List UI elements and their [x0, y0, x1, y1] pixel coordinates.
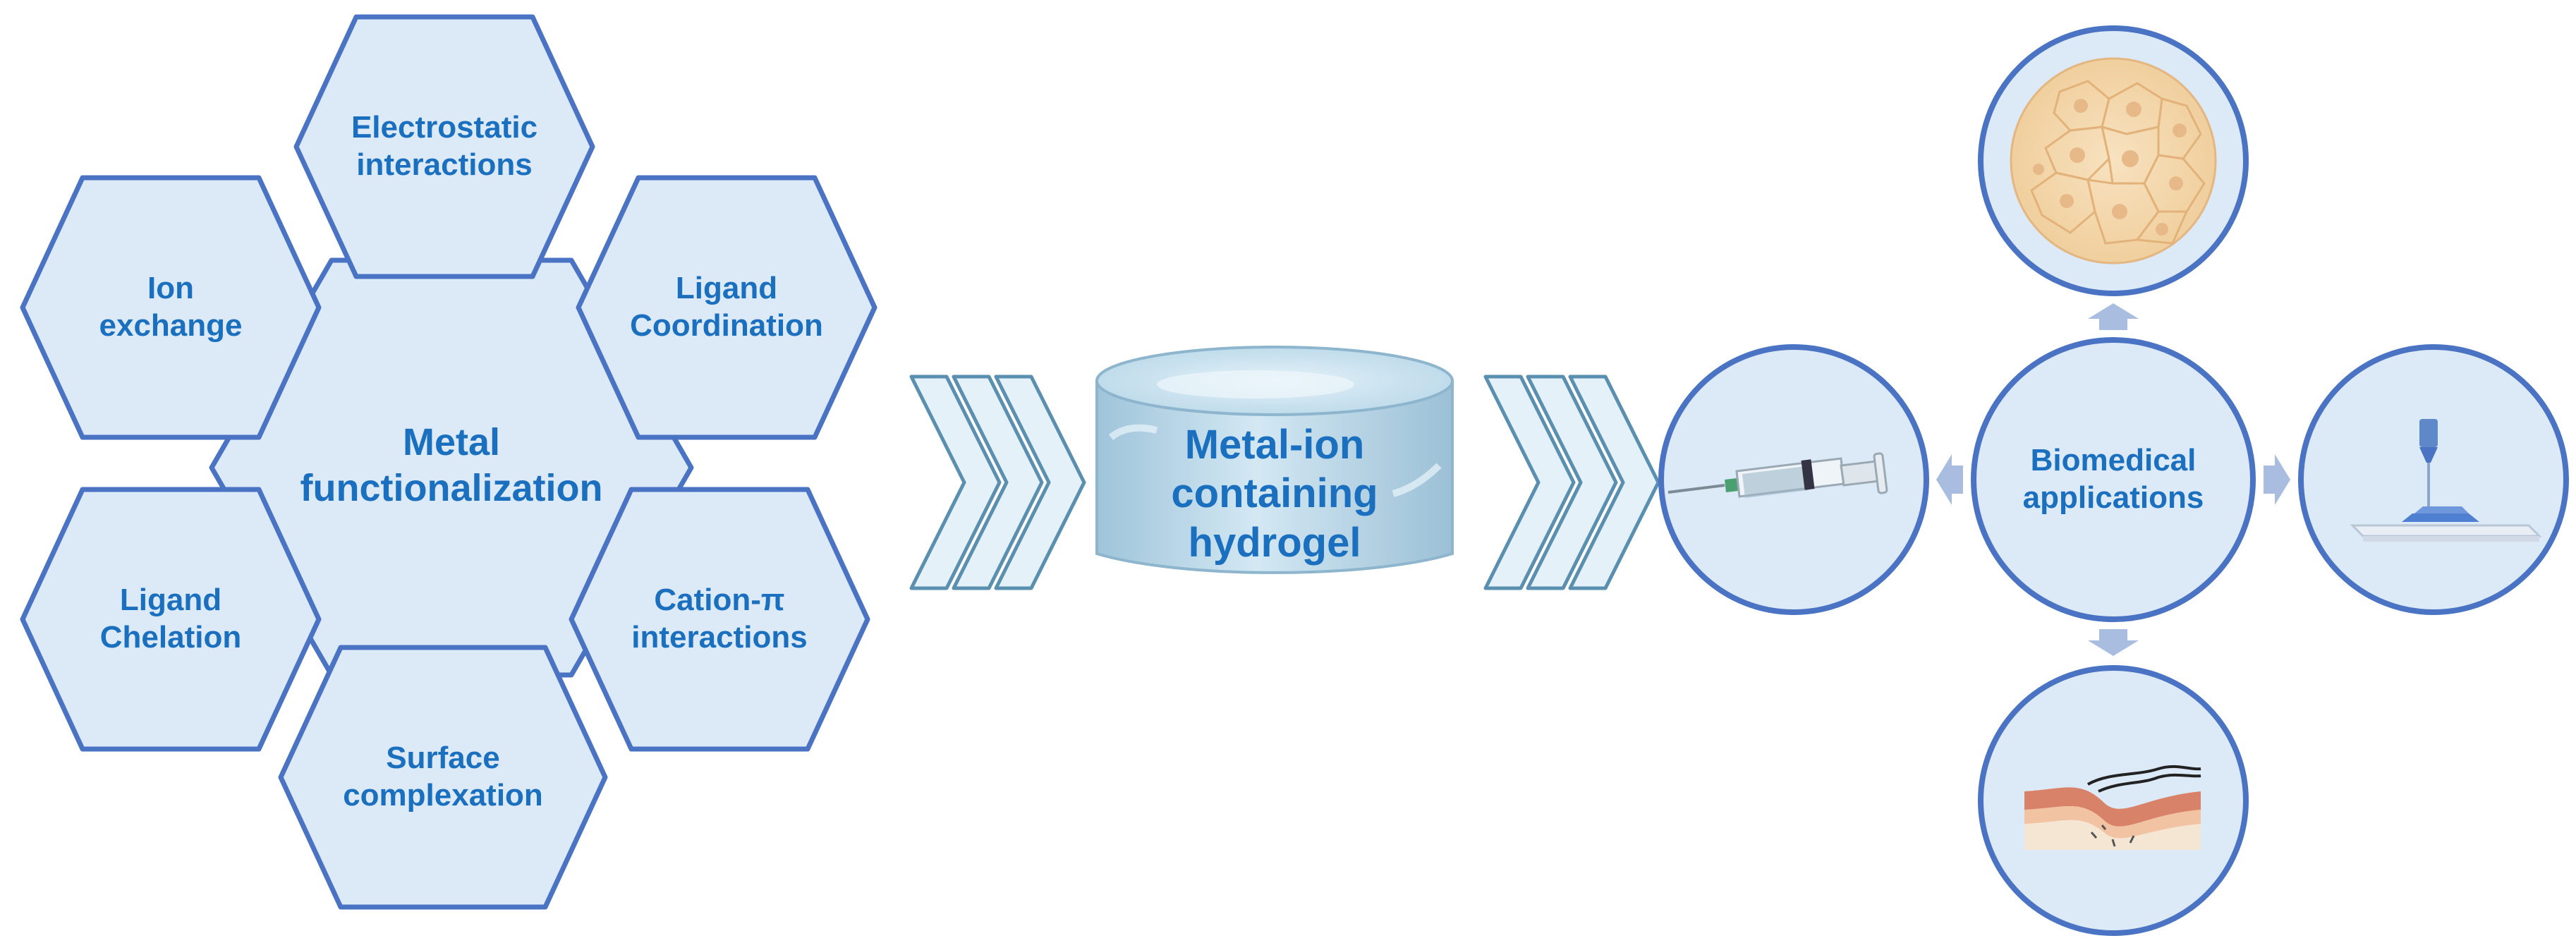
chevron-arrow-1: [909, 375, 1086, 590]
hexagon-ligand-coordination: [576, 175, 877, 440]
ligand-coordination-label: Ligand Coordination: [630, 271, 823, 343]
connector-arrows: [1936, 303, 2290, 656]
ion-exchange-label: Ion exchange: [99, 271, 243, 343]
center-hexagon-label: Metal functionalization: [300, 421, 603, 509]
hexagon-ligand-chelation: [20, 487, 322, 752]
circle-center: [1971, 337, 2256, 622]
arrow-left-icon: [1936, 454, 1963, 505]
cation-pi-label: Cation-π interactions: [631, 583, 808, 655]
hexagon-electrostatic: [293, 14, 595, 279]
arrow-down-icon: [2088, 629, 2139, 656]
ligand-chelation-label: Ligand Chelation: [99, 583, 242, 655]
biomedical-applications-label: Biomedical applications: [2022, 443, 2204, 515]
syringe-icon: [1667, 452, 1888, 498]
bioprinter-icon: [2350, 419, 2542, 542]
center-hexagon: [209, 257, 694, 678]
circle-bottom: [1978, 665, 2249, 936]
hexagon-cluster: [20, 14, 877, 910]
hexagon-surface-complexation: [278, 645, 608, 910]
hydrogel-label: Metal-ion containing hydrogel: [1171, 421, 1378, 566]
arrow-up-icon: [2088, 303, 2139, 330]
wound-skin-icon: [2024, 765, 2201, 850]
chevron-arrow-2: [1483, 375, 1660, 590]
surface-complexation-label: Surface complexation: [343, 741, 543, 813]
hexagon-cation-pi: [569, 487, 870, 752]
arrow-right-icon: [2264, 454, 2290, 505]
hydrogel-cylinder: [1095, 346, 1454, 574]
cells-icon: [2010, 57, 2217, 264]
hexagon-ion-exchange: [20, 175, 322, 440]
circle-right: [2298, 344, 2569, 615]
electrostatic-label: Electrostatic interactions: [351, 110, 538, 182]
